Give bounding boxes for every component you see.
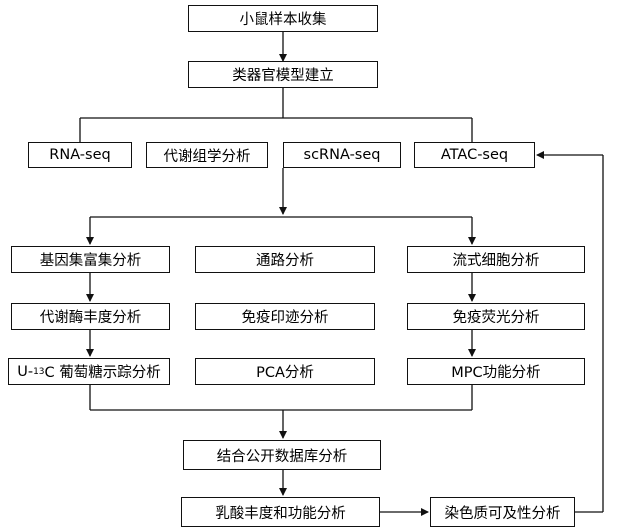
node-atac-seq: ATAC-seq [414, 142, 535, 168]
tracing-isotope-sup: 13 [33, 366, 45, 377]
node-public-db: 结合公开数据库分析 [183, 440, 381, 470]
node-organoid: 类器官模型建立 [188, 61, 378, 88]
node-gsea: 基因集富集分析 [11, 246, 170, 273]
node-flow: 流式细胞分析 [407, 246, 585, 273]
node-mpc: MPC功能分析 [407, 358, 585, 385]
node-pca: PCA分析 [195, 358, 375, 385]
tracing-suffix: C 葡萄糖示踪分析 [44, 365, 161, 381]
node-enzyme: 代谢酶丰度分析 [11, 303, 170, 330]
node-metabolomics: 代谢组学分析 [146, 142, 268, 168]
node-chromatin: 染色质可及性分析 [430, 497, 575, 527]
node-immune-blot: 免疫印迹分析 [195, 303, 375, 330]
node-scrna-seq: scRNA-seq [283, 142, 401, 168]
node-sample-collection: 小鼠样本收集 [188, 5, 378, 32]
node-immune-fluo: 免疫荧光分析 [407, 303, 585, 330]
node-lactate: 乳酸丰度和功能分析 [181, 497, 380, 527]
tracing-prefix: U- [17, 363, 34, 380]
node-rna-seq: RNA-seq [28, 142, 132, 168]
node-pathway: 通路分析 [195, 246, 375, 273]
